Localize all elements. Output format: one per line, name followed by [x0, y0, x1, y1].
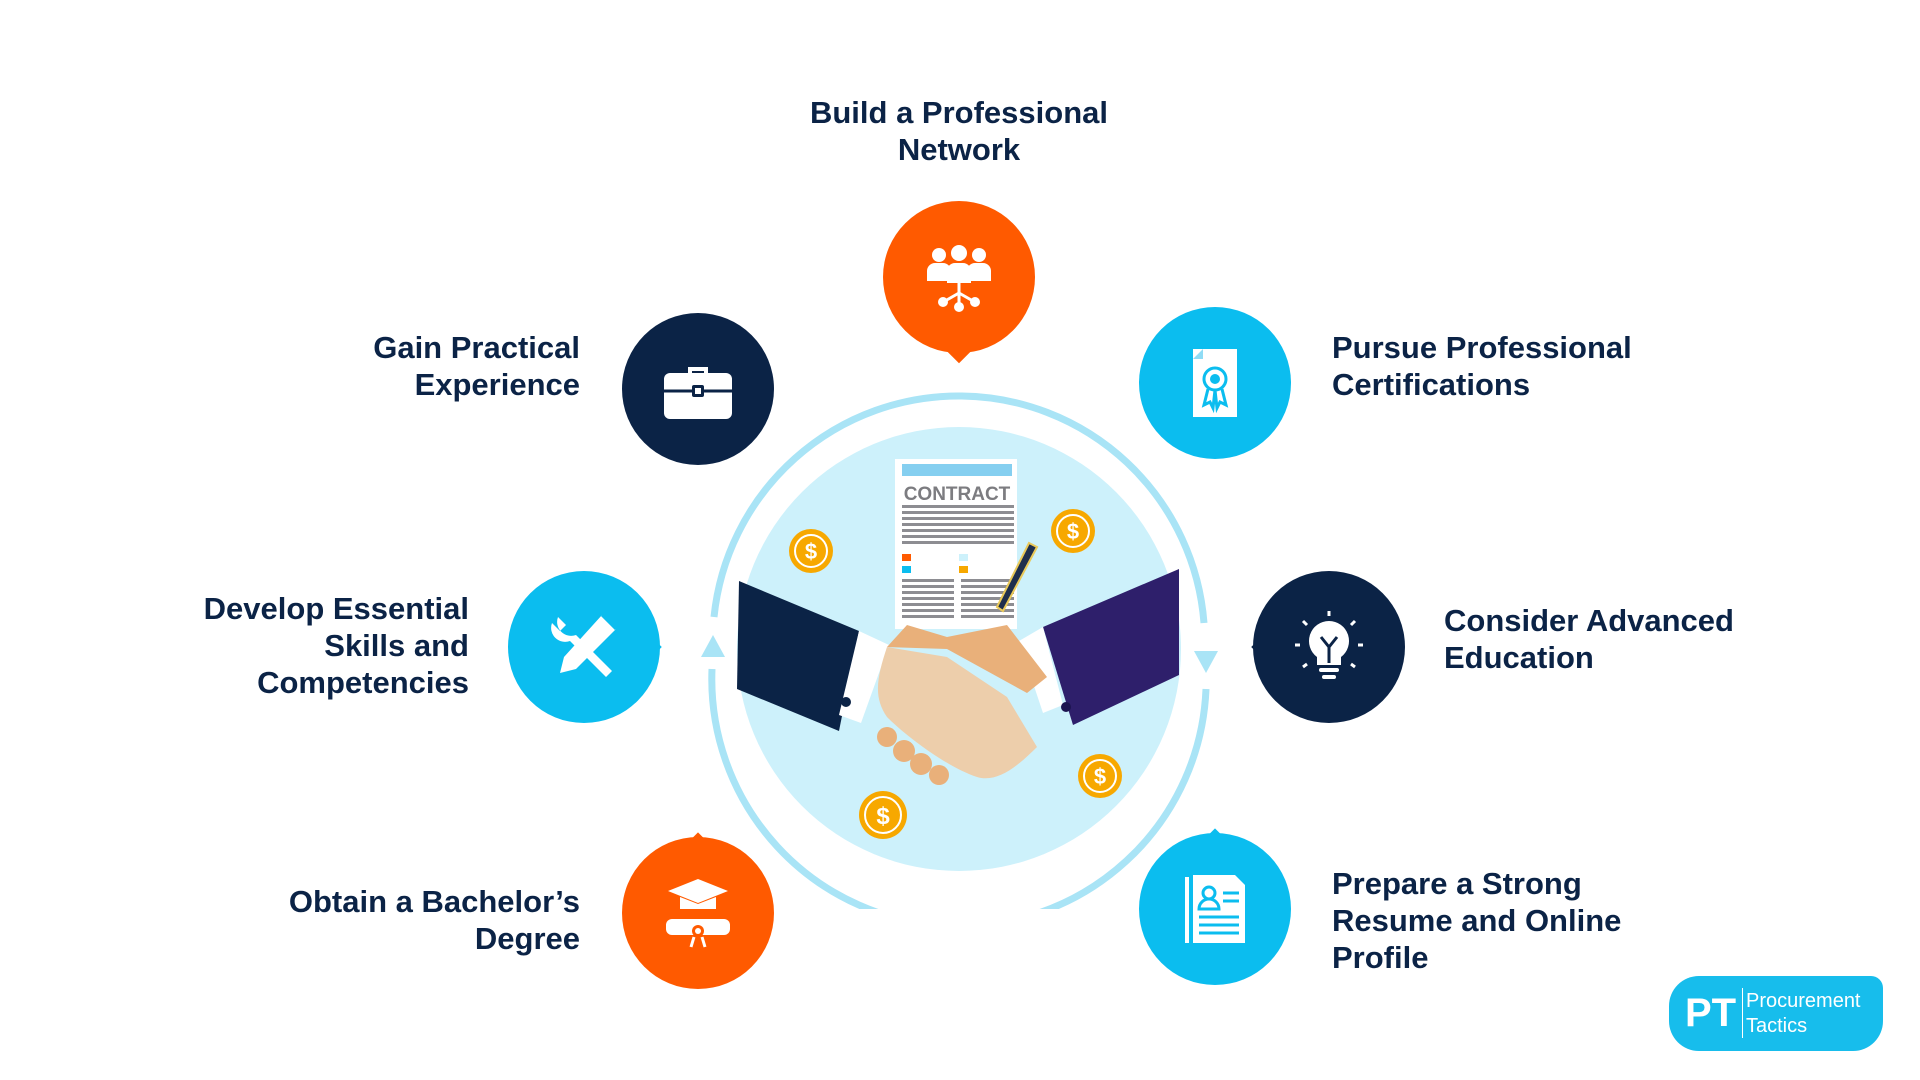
label-line: Build a Professional [809, 95, 1108, 130]
certificate-icon [1193, 349, 1237, 417]
ring-arrow-left [701, 635, 725, 657]
label-line: Network [897, 132, 1021, 167]
label-line: Develop Essential [203, 591, 469, 626]
label-skills: Develop Essential Skills and Competencie… [130, 590, 469, 701]
coin: $ [1078, 754, 1122, 798]
procurement-tactics-logo: PT Procurement Tactics [1669, 976, 1883, 1051]
ring-arrow-right [1194, 651, 1218, 673]
cycle-ring [708, 392, 1210, 909]
coins: $ $ $ $ [789, 509, 1122, 839]
label-network: Build a Professional Network [759, 94, 1159, 168]
lightbulb-icon [1295, 611, 1363, 679]
bubble-skills [508, 571, 662, 723]
bubble-bachelor [622, 832, 774, 989]
logo-line2: Tactics [1746, 1015, 1808, 1037]
label-line: Gain Practical [373, 330, 580, 365]
label-line: Experience [414, 367, 580, 402]
bubble-network [883, 201, 1035, 364]
logo-divider [1742, 988, 1743, 1038]
coin: $ [859, 791, 907, 839]
contract-title: CONTRACT [904, 484, 1011, 505]
label-line: Education [1444, 640, 1594, 675]
briefcase-icon [664, 367, 732, 419]
coin: $ [1051, 509, 1095, 553]
label-resume: Prepare a Strong Resume and Online Profi… [1332, 865, 1621, 976]
coin: $ [789, 529, 833, 573]
resume-icon [1185, 875, 1245, 943]
label-line: Pursue Professional [1332, 330, 1632, 365]
left-sleeve [737, 581, 889, 731]
label-line: Profile [1332, 940, 1429, 975]
coin-symbol: $ [1067, 519, 1079, 544]
logo-line1: Procurement [1746, 990, 1861, 1012]
tools-icon [551, 613, 618, 677]
label-line: Obtain a Bachelor’s [288, 884, 580, 919]
label-line: Degree [474, 921, 580, 956]
label-certifications: Pursue Professional Certifications [1332, 329, 1632, 403]
handshake [877, 625, 1047, 785]
label-line: Consider Advanced [1444, 603, 1734, 638]
bubble-certifications [1139, 307, 1291, 459]
bubble-education [1251, 571, 1405, 723]
graduation-cap-icon [666, 879, 730, 948]
coin-symbol: $ [876, 803, 890, 830]
coin-symbol: $ [805, 539, 817, 564]
logo-mark: PT [1685, 991, 1737, 1035]
bubble-resume [1139, 828, 1291, 985]
label-education: Consider Advanced Education [1444, 602, 1734, 676]
bubble-experience [622, 313, 774, 465]
label-line: Prepare a Strong [1332, 866, 1582, 901]
logo-name: Procurement Tactics [1746, 989, 1861, 1039]
label-experience: Gain Practical Experience [280, 329, 580, 403]
label-line: Resume and Online [1332, 903, 1622, 938]
handshake-contract-illustration: CONTRACT $ $ $ $ [701, 392, 1218, 909]
label-line: Skills and [324, 628, 469, 663]
label-bachelor: Obtain a Bachelor’s Degree [230, 883, 580, 957]
contract-document: CONTRACT [895, 459, 1017, 629]
label-line: Certifications [1332, 367, 1531, 402]
pen-icon [995, 541, 1039, 613]
coin-symbol: $ [1094, 764, 1106, 789]
people-network-icon [927, 245, 991, 312]
label-line: Competencies [257, 665, 469, 700]
